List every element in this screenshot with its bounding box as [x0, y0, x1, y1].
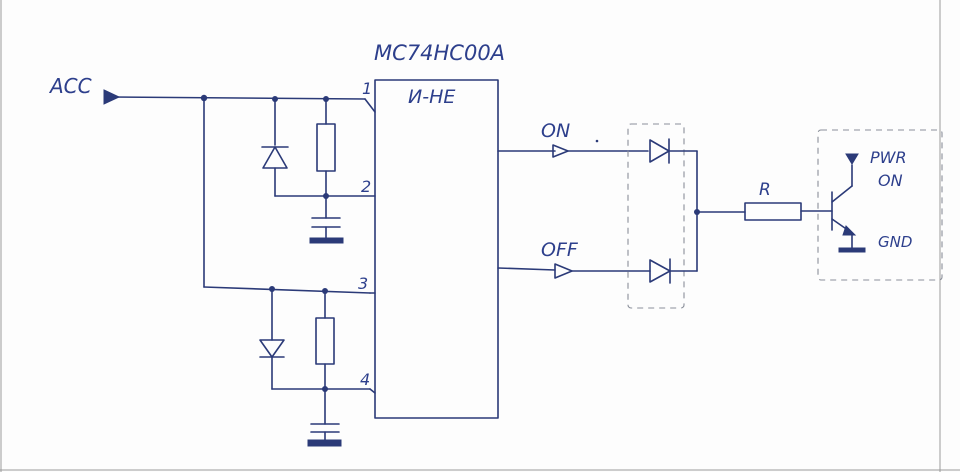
on-output-arrow [552, 144, 569, 158]
pwr-label: PWR [870, 148, 907, 167]
transistor-collector-leg [831, 185, 853, 203]
diode-off-body [649, 259, 671, 283]
resistor-r [744, 202, 802, 221]
logic-chip [374, 79, 499, 419]
off-output-arrow [554, 263, 573, 279]
pin-4-label: 4 [360, 370, 370, 389]
pwr-on-arrow [845, 153, 859, 165]
chip-function-label: И-НЕ [408, 86, 455, 108]
transistor-block-outline [817, 129, 943, 281]
pin-1-label: 1 [362, 79, 372, 98]
stray-mark [595, 139, 599, 143]
diode-block-outline [627, 123, 685, 309]
pin-3-label: 3 [358, 274, 368, 293]
chip-part-number: MC74HC00A [374, 41, 505, 65]
on-output-label: ON [541, 120, 570, 142]
resistor1 [316, 123, 336, 172]
off-output-label: OFF [541, 239, 579, 261]
pin-2-label: 2 [361, 177, 371, 196]
junction-resistor2-bottom [322, 386, 328, 392]
pin3-wire [203, 286, 371, 294]
diode-on-body [649, 139, 670, 163]
acc-input-label: ACC [48, 74, 92, 98]
gnd-label: GND [878, 233, 912, 251]
diode2-body [259, 339, 285, 358]
gnd-symbol [838, 247, 866, 253]
junction-resistor1-bottom [323, 193, 329, 199]
diode1-body [262, 146, 288, 169]
off-wire-left [497, 267, 556, 271]
ground2-symbol [307, 439, 342, 447]
pin1-lead [364, 98, 376, 113]
resistor2 [315, 317, 335, 365]
resistor-r-label: R [759, 180, 771, 200]
ground1-symbol [309, 237, 344, 244]
acc-wire [111, 96, 366, 100]
pin4-lead [369, 388, 376, 394]
pwr-on-label: ON [878, 171, 903, 190]
